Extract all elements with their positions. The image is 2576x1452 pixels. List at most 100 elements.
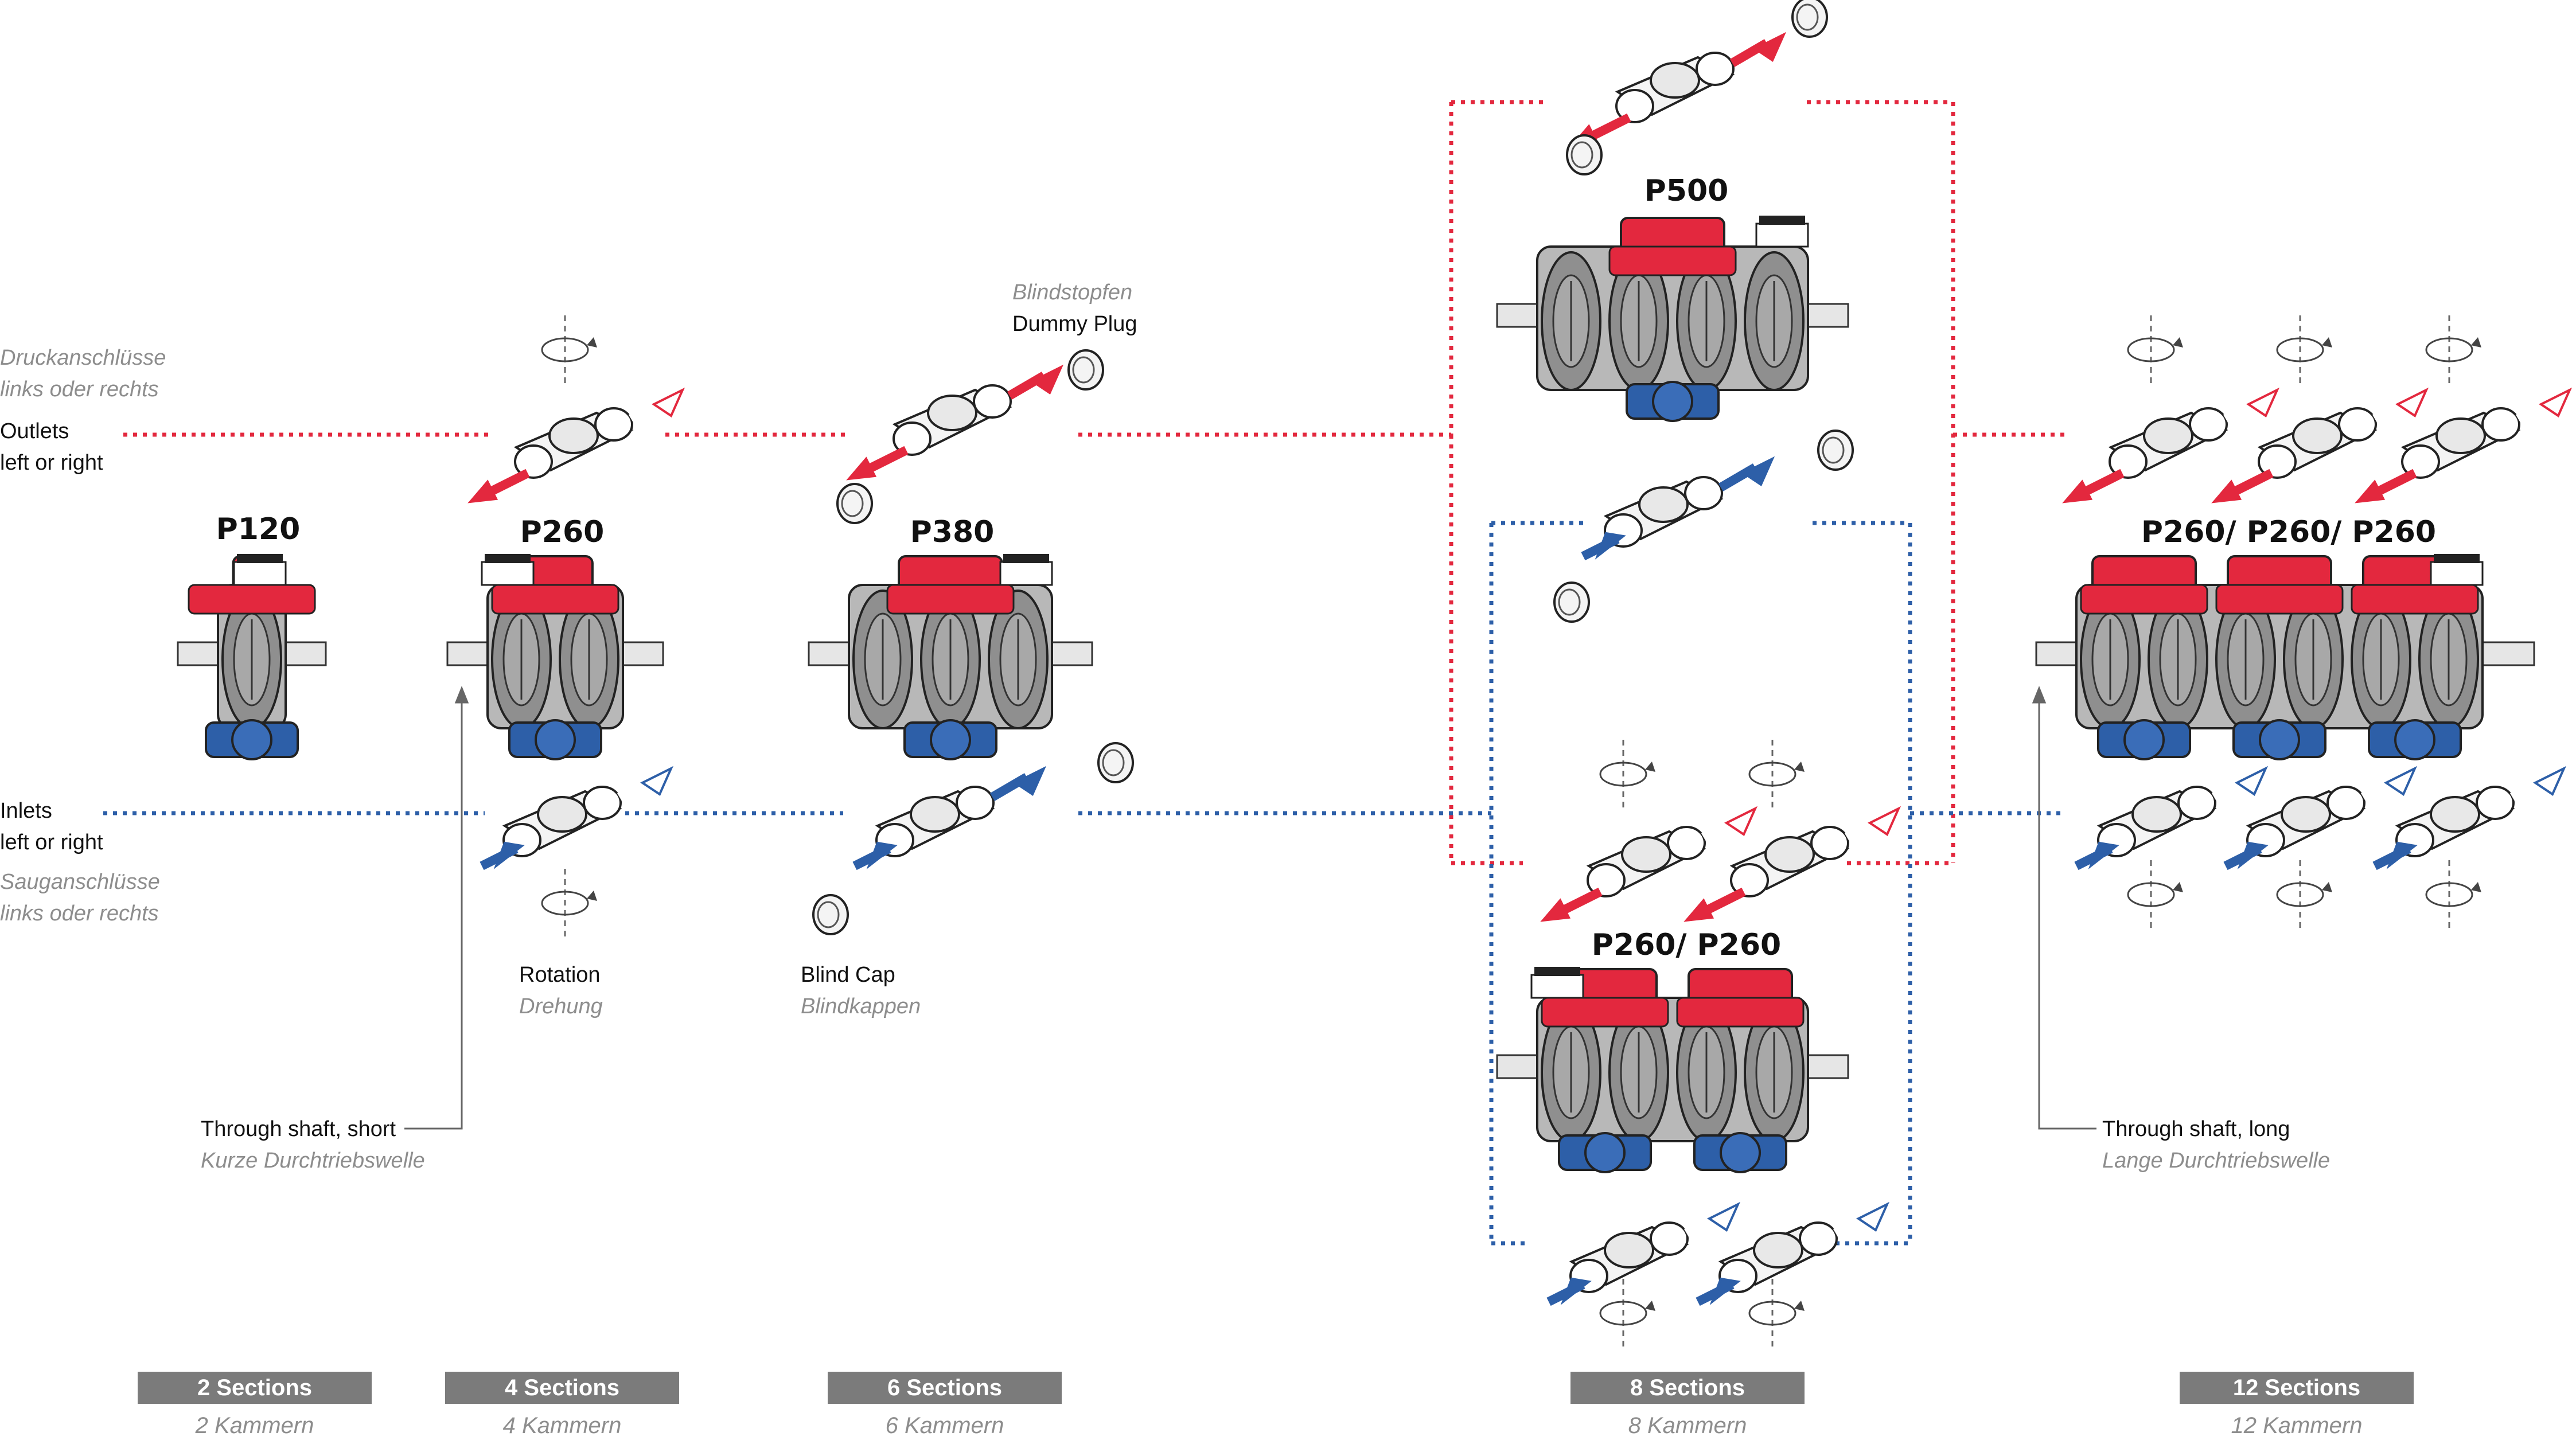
shaft-short-label: Through shaft, short (201, 1117, 396, 1141)
manifold-dome (1638, 486, 1689, 523)
manifold-port (893, 421, 932, 456)
pump-p260-p260 (1496, 967, 1849, 1173)
manifold-dome (2435, 417, 2486, 454)
rotation-symbol (1599, 740, 1655, 809)
regulator-cap (237, 554, 283, 563)
inlet-manifold-p260 (480, 766, 674, 871)
drive-shaft-right (1051, 641, 1093, 666)
manifold-dome (548, 417, 599, 454)
regulator-cap (1759, 216, 1805, 225)
flow-arrow-head (467, 479, 498, 503)
manifold-port (1696, 52, 1735, 86)
rotation-symbol (2276, 860, 2332, 929)
blind-cap-rim (1822, 436, 1845, 464)
section-badge-8: 8 Sections (1570, 1372, 1805, 1404)
inlets-label-line1: Inlets (0, 799, 52, 823)
inlet-manifold-8a (1546, 1201, 1741, 1306)
rotation-symbol (1748, 1279, 1805, 1348)
manifold-port (2189, 407, 2228, 442)
manifold-illustrations (467, 0, 2573, 1348)
outlet-manifold-bridge (188, 584, 316, 615)
manifold-port (2326, 786, 2365, 820)
pump-p380 (808, 554, 1093, 760)
blind-cap-p500-right (1817, 430, 1854, 471)
manifold-port (2177, 786, 2216, 820)
inlet-port (2259, 719, 2300, 760)
outlets-label-line1: Outlets (0, 419, 69, 443)
manifold-port (956, 786, 995, 820)
rotation-arrow-icon (541, 891, 589, 916)
pump-title-p260: P260 (520, 515, 605, 549)
manifold-dome (1621, 836, 1671, 873)
pump-p260 (446, 554, 664, 760)
inlet-manifold-12c (2372, 766, 2567, 871)
inlet-port (1720, 1132, 1761, 1173)
rotation-arrow-icon (1748, 1301, 1796, 1326)
inlets-label-line2: left or right (0, 830, 103, 854)
rotation-arrow-head (2322, 337, 2332, 348)
flow-arrow-head-2 (1868, 806, 1901, 836)
rotation-arrow-head (587, 891, 597, 901)
drive-shaft-right (2481, 641, 2535, 666)
pump-p120 (177, 554, 327, 760)
outlet-manifold-bridge (2351, 584, 2479, 615)
section-badge-4: 4 Sections (445, 1372, 679, 1404)
flow-arrow-head (1683, 898, 1714, 922)
manifold-port (2476, 786, 2515, 820)
blind-cap-rim (1796, 3, 1819, 31)
pump-title-p120: P120 (216, 512, 301, 547)
manifold-dome (1753, 1232, 1803, 1268)
section-badge-12: 12 Sections (2180, 1372, 2414, 1404)
regulator-cap (1003, 554, 1049, 563)
manifold-dome (1650, 62, 1700, 99)
shaft-long-label-de: Lange Durchtriebswelle (2102, 1149, 2331, 1173)
blind-cap-p380 (1097, 742, 1134, 783)
section-badge-2-de: 2 Kammern (195, 1413, 314, 1438)
manifold-dome (2131, 796, 2182, 833)
blind-cap-p500-left (1553, 581, 1590, 623)
regulator-cap (485, 554, 531, 563)
drive-shaft-left (1496, 303, 1538, 328)
outlets-label-de-line2: links oder rechts (0, 377, 159, 401)
manifold-port (1799, 1221, 1838, 1256)
pressure-regulator (1755, 223, 1809, 248)
flow-arrow-head (2062, 479, 2093, 503)
rotation-arrow-head (2471, 337, 2481, 348)
inlet-manifold-p380 (852, 766, 1047, 871)
manifold-port (2258, 444, 2297, 479)
shaft-long-label: Through shaft, long (2102, 1117, 2290, 1141)
outlet-manifold-12a (2062, 387, 2280, 503)
flow-arrow-head (2088, 841, 2119, 869)
inlet-port (535, 719, 576, 760)
outlets-label-de-line1: Druckanschlüsse (0, 346, 166, 370)
inlet-port (930, 719, 971, 760)
rotation-arrow-head (2322, 882, 2332, 892)
blind-cap-rim (841, 490, 864, 517)
flow-arrow-head-2 (640, 766, 674, 796)
pump-p500 (1496, 216, 1849, 422)
inlet-manifold-12a (2074, 766, 2269, 871)
manifold-port (583, 786, 622, 820)
drive-shaft-left (177, 641, 219, 666)
inlet-port (1652, 381, 1693, 422)
drive-shaft-right (622, 641, 664, 666)
drive-shaft-left (1496, 1054, 1538, 1079)
outlet-manifold-12c (2355, 387, 2573, 503)
outlet-manifold-bridge (1608, 245, 1737, 276)
manifold-port (1730, 863, 1769, 897)
flow-arrow-head (2237, 841, 2269, 869)
manifold-dome (2430, 796, 2480, 833)
section-badge-8-de: 8 Kammern (1628, 1413, 1747, 1438)
flow-arrow-head (1709, 1277, 1741, 1305)
outlet-manifold-8a (1540, 806, 1758, 922)
rotation-arrow-icon (2276, 882, 2324, 907)
blind-cap-rim (1570, 141, 1593, 169)
flow-arrow-head-2 (2246, 387, 2280, 417)
inlets-label-de-line1: Sauganschlüsse (0, 870, 160, 894)
manifold-dome (2143, 417, 2193, 454)
rotation-symbol (2127, 860, 2183, 929)
outlet-manifold-bridge (886, 584, 1015, 615)
pump-housing (1536, 997, 1809, 1142)
flow-arrow-head (2355, 479, 2386, 503)
